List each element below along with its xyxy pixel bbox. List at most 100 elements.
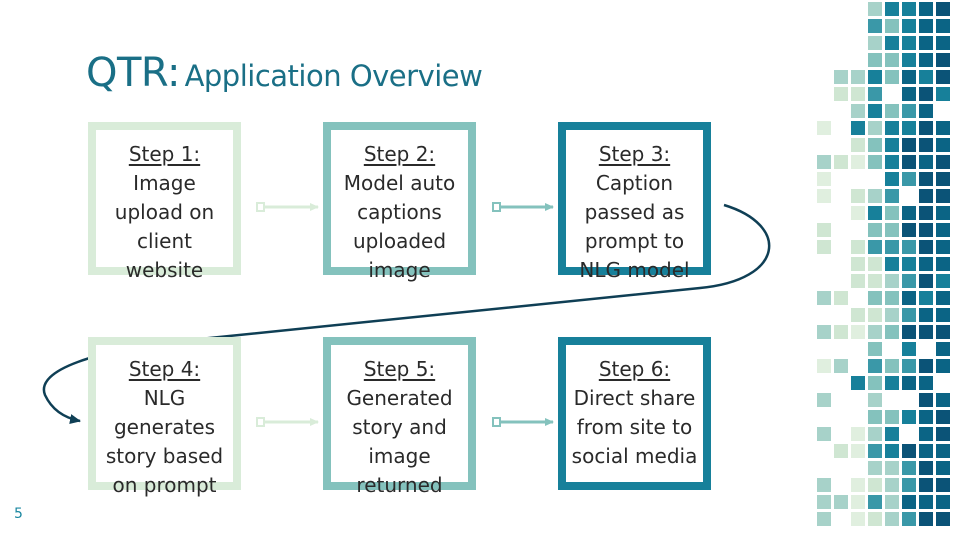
mosaic-tile	[851, 206, 865, 220]
mosaic-tile	[936, 240, 950, 254]
step-4-label: Step 4:	[128, 357, 201, 381]
mosaic-tile	[885, 19, 899, 33]
arrow-step2-to-step3	[492, 202, 554, 212]
mosaic-tile	[902, 342, 916, 356]
mosaic-tile	[919, 121, 933, 135]
mosaic-tile	[817, 172, 831, 186]
mosaic-tile	[817, 359, 831, 373]
step-5-desc: Generated story and image returned	[346, 386, 453, 497]
mosaic-tile	[834, 325, 848, 339]
mosaic-tile	[885, 291, 899, 305]
mosaic-tile	[868, 495, 882, 509]
mosaic-tile	[902, 478, 916, 492]
mosaic-tile	[902, 138, 916, 152]
mosaic-tile	[885, 70, 899, 84]
mosaic-tile	[902, 495, 916, 509]
mosaic-tile	[936, 410, 950, 424]
slide-title: QTR: Application Overview	[86, 50, 483, 96]
mosaic-tile	[834, 155, 848, 169]
mosaic-tile	[936, 461, 950, 475]
mosaic-tile	[885, 478, 899, 492]
mosaic-tile	[936, 189, 950, 203]
mosaic-tile	[919, 155, 933, 169]
mosaic-tile	[868, 70, 882, 84]
mosaic-tile	[936, 121, 950, 135]
mosaic-tile	[851, 138, 865, 152]
mosaic-tile	[936, 138, 950, 152]
mosaic-tile	[919, 53, 933, 67]
mosaic-tile	[885, 36, 899, 50]
mosaic-tile	[817, 189, 831, 203]
mosaic-tile	[902, 206, 916, 220]
mosaic-tile	[902, 274, 916, 288]
mosaic-tile	[868, 291, 882, 305]
mosaic-tile	[868, 393, 882, 407]
mosaic-tile	[885, 53, 899, 67]
mosaic-tile	[885, 376, 899, 390]
step-5-box: Step 5: Generated story and image return…	[323, 337, 476, 497]
mosaic-tile	[902, 19, 916, 33]
step-6-label: Step 6:	[598, 357, 671, 381]
mosaic-tile	[868, 206, 882, 220]
step-2-box: Step 2: Model auto captions uploaded ima…	[323, 122, 476, 282]
step-2-desc: Model auto captions uploaded image	[343, 171, 456, 282]
mosaic-tile	[936, 308, 950, 322]
mosaic-tile	[936, 444, 950, 458]
mosaic-tile	[868, 19, 882, 33]
mosaic-tile	[919, 274, 933, 288]
mosaic-tile	[851, 240, 865, 254]
mosaic-tile	[885, 512, 899, 526]
mosaic-tile	[919, 104, 933, 118]
mosaic-tile	[902, 376, 916, 390]
mosaic-tile	[902, 87, 916, 101]
mosaic-tile	[936, 478, 950, 492]
mosaic-tile	[834, 444, 848, 458]
mosaic-tile	[851, 274, 865, 288]
mosaic-tile	[919, 223, 933, 237]
mosaic-tile	[902, 155, 916, 169]
mosaic-tile	[868, 342, 882, 356]
mosaic-tile	[919, 189, 933, 203]
mosaic-tile	[885, 223, 899, 237]
mosaic-tile	[919, 172, 933, 186]
mosaic-tile	[902, 240, 916, 254]
mosaic-tile	[919, 206, 933, 220]
mosaic-tile	[885, 155, 899, 169]
mosaic-tile	[885, 206, 899, 220]
mosaic-tile	[936, 427, 950, 441]
mosaic-tile	[919, 444, 933, 458]
mosaic-tile	[919, 308, 933, 322]
mosaic-tile	[919, 87, 933, 101]
mosaic-tile	[902, 359, 916, 373]
mosaic-tile	[902, 444, 916, 458]
mosaic-tile	[936, 70, 950, 84]
mosaic-tile	[868, 376, 882, 390]
step-3-label: Step 3:	[598, 142, 671, 166]
mosaic-tile	[902, 308, 916, 322]
mosaic-tile	[868, 155, 882, 169]
page-number: 5	[14, 506, 23, 522]
arrow-step1-to-step2	[256, 202, 319, 212]
mosaic-tile	[902, 2, 916, 16]
mosaic-tile	[868, 461, 882, 475]
mosaic-tile	[868, 427, 882, 441]
mosaic-tile	[817, 155, 831, 169]
mosaic-tile	[902, 325, 916, 339]
mosaic-tile	[936, 359, 950, 373]
mosaic-tile	[817, 427, 831, 441]
mosaic-tile	[936, 495, 950, 509]
mosaic-tile	[851, 478, 865, 492]
mosaic-tile	[851, 257, 865, 271]
mosaic-tile	[919, 325, 933, 339]
mosaic-tile	[919, 291, 933, 305]
mosaic-tile	[851, 512, 865, 526]
mosaic-tile	[885, 138, 899, 152]
mosaic-tile	[851, 87, 865, 101]
mosaic-tile	[902, 121, 916, 135]
mosaic-tile	[936, 223, 950, 237]
step-6-box: Step 6: Direct share from site to social…	[558, 337, 711, 490]
mosaic-tile	[919, 376, 933, 390]
mosaic-tile	[834, 495, 848, 509]
mosaic-tile	[851, 70, 865, 84]
